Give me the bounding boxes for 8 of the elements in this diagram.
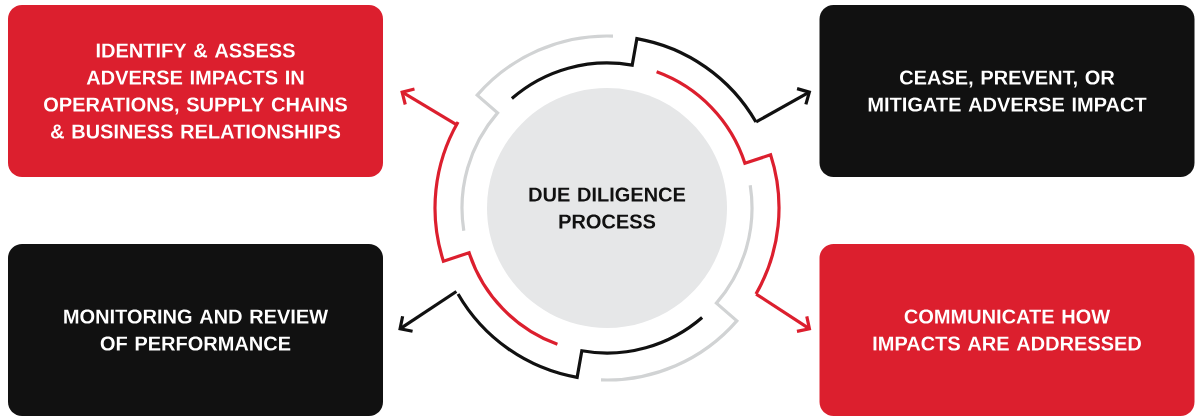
arrow: [755, 292, 812, 333]
process-box: CEASE, PREVENT, OR MITIGATE ADVERSE IMPACT: [819, 5, 1195, 177]
arrow: [755, 87, 812, 124]
arrow: [400, 87, 458, 126]
process-box: COMMUNICATE HOW IMPACTS ARE ADDRESSED: [819, 244, 1195, 416]
arrow: [398, 290, 458, 333]
process-box: IDENTIFY & ASSESS ADVERSE IMPACTS IN OPERATIONS, SUPPLY CHAINS & BUSINESS RELATIONSHIPS: [8, 5, 383, 177]
process-box: MONITORING AND REVIEW OF PERFORMANCE: [8, 244, 383, 416]
